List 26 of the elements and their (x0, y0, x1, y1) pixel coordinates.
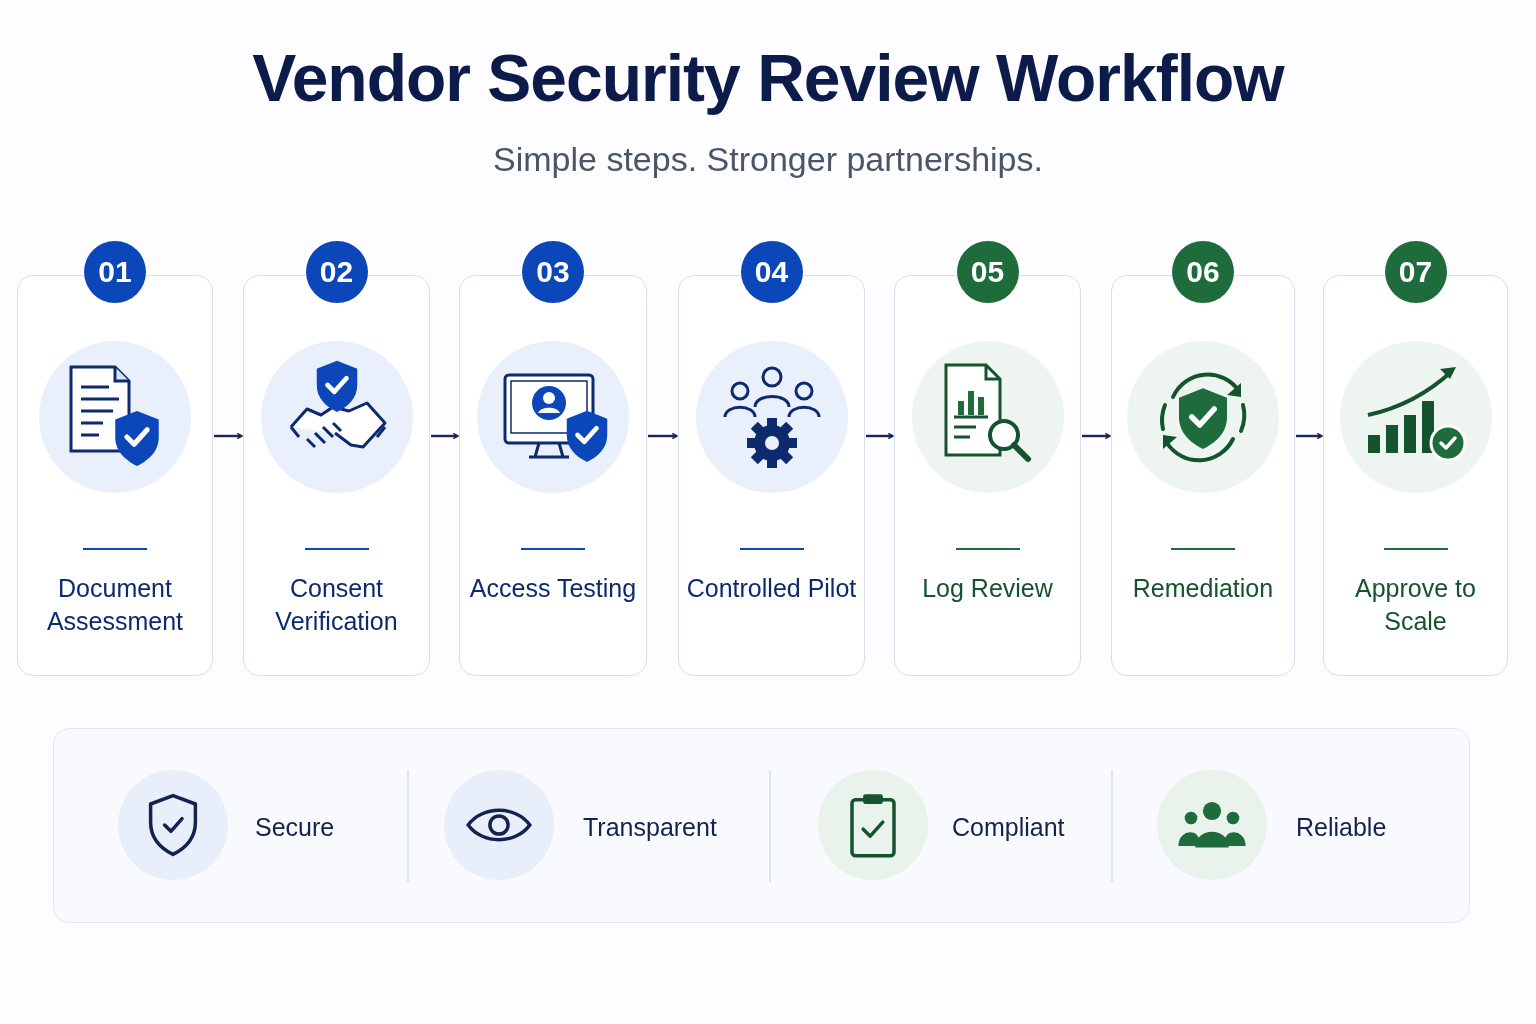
footer-label: Secure (255, 812, 335, 842)
step-number-badge: 01 (84, 241, 146, 303)
step-number-badge: 02 (305, 241, 368, 303)
subtitle: Simple steps. Stronger partnerships. (492, 140, 1044, 179)
arrow (214, 432, 243, 440)
step-number-badge: 07 (1384, 241, 1447, 303)
step-title: Controlled Pilot (685, 573, 858, 604)
step-number-badge: 03 (522, 241, 584, 303)
step-title: Consent Verification (274, 573, 399, 637)
step-number-badge: 06 (1172, 241, 1234, 303)
arrow (866, 432, 894, 440)
step-title: Log Review (921, 573, 1054, 604)
step-title: Approve to Scale (1354, 573, 1477, 637)
footer-label: Reliable (1296, 812, 1387, 842)
footer-label: Compliant (952, 812, 1065, 842)
footer-label: Transparent (583, 812, 717, 842)
step-number-badge: 04 (740, 241, 803, 303)
step-title: Access Testing (468, 573, 638, 604)
arrow (1296, 432, 1323, 440)
step-title: Remediation (1131, 573, 1275, 604)
arrow (648, 432, 678, 440)
step-number-badge: 05 (956, 241, 1019, 303)
arrow (1082, 432, 1111, 440)
arrow (431, 432, 459, 440)
title: Vendor Security Review Workflow (251, 40, 1286, 116)
step-title: Document Assessment (45, 573, 185, 637)
